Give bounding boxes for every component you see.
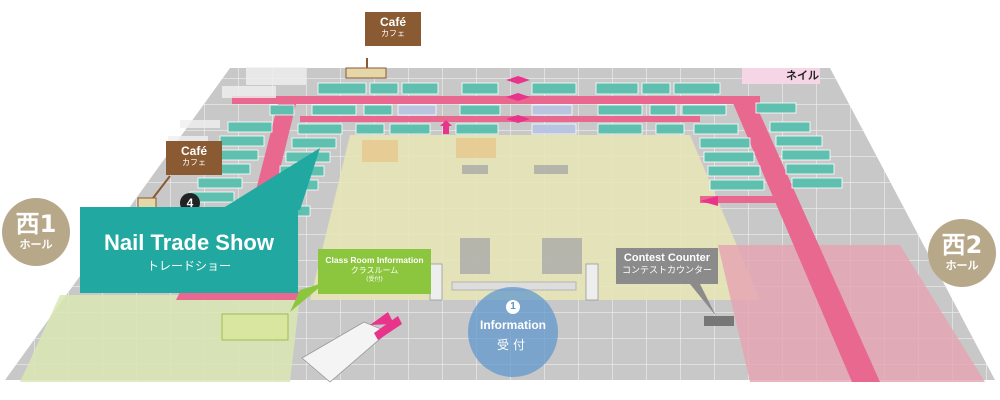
hall-west1-number: 西1 xyxy=(15,210,57,238)
hall-west2-label: ホール xyxy=(945,259,979,272)
class-room-title: Class Room Information xyxy=(325,255,424,265)
cafe-top-title: Café xyxy=(379,15,406,29)
cafe-top-callout[interactable]: Café カフェ xyxy=(365,12,421,46)
hall-west2-number: 西2 xyxy=(941,231,983,259)
nail-trade-show-pointer xyxy=(220,148,320,210)
cafe-left-title: Café xyxy=(180,144,207,158)
information-number: 1 xyxy=(506,300,520,314)
information-marker[interactable]: 1 Information 受付 xyxy=(468,287,558,377)
class-room-subtitle: クラスルーム xyxy=(350,266,399,275)
classroom-desk xyxy=(221,313,289,341)
aisle-mid xyxy=(300,116,700,122)
aisle-top xyxy=(232,96,760,104)
information-subtitle: 受付 xyxy=(496,338,529,352)
cafe-counter-top xyxy=(345,67,387,79)
contest-counter-desk xyxy=(704,316,734,326)
cafe-top-subtitle: カフェ xyxy=(381,29,405,38)
stage-blocks xyxy=(362,138,496,162)
hall-west2-badge: 西2 ホール xyxy=(928,219,996,287)
class-room-pointer xyxy=(290,282,326,312)
faded-booths xyxy=(168,67,306,144)
hall-west1-label: ホール xyxy=(19,238,53,251)
class-room-callout[interactable]: Class Room Information クラスルーム (受付) xyxy=(318,249,431,294)
nail-logo-text: ネイル xyxy=(786,69,819,82)
cafe-left-callout[interactable]: Café カフェ xyxy=(166,141,222,175)
aisle-right-horiz xyxy=(700,196,790,203)
booths xyxy=(189,82,843,217)
arrow-icons xyxy=(370,76,718,340)
cafe-left-subtitle: カフェ xyxy=(182,158,206,167)
information-title: Information xyxy=(480,318,546,332)
aisle-right-vertical xyxy=(730,96,880,382)
nail-trade-show-callout[interactable]: Nail Trade Show トレードショー xyxy=(80,207,298,293)
contest-counter-subtitle: コンテストカウンター xyxy=(621,266,712,276)
contest-counter-title: Contest Counter xyxy=(623,252,711,264)
gray-blocks xyxy=(460,165,582,274)
hall-west1-badge: 西1 ホール xyxy=(2,198,70,266)
contest-area xyxy=(718,245,985,382)
nail-trade-show-title: Nail Trade Show xyxy=(104,230,274,255)
class-room-note: (受付) xyxy=(366,276,383,283)
nail-brand-logo: ネイル xyxy=(742,68,820,84)
contest-counter-callout[interactable]: Contest Counter コンテストカウンター xyxy=(616,248,718,284)
aisle-bottom-left xyxy=(176,292,300,300)
nail-trade-show-subtitle: トレードショー xyxy=(146,259,231,273)
contest-pointer xyxy=(690,284,716,316)
